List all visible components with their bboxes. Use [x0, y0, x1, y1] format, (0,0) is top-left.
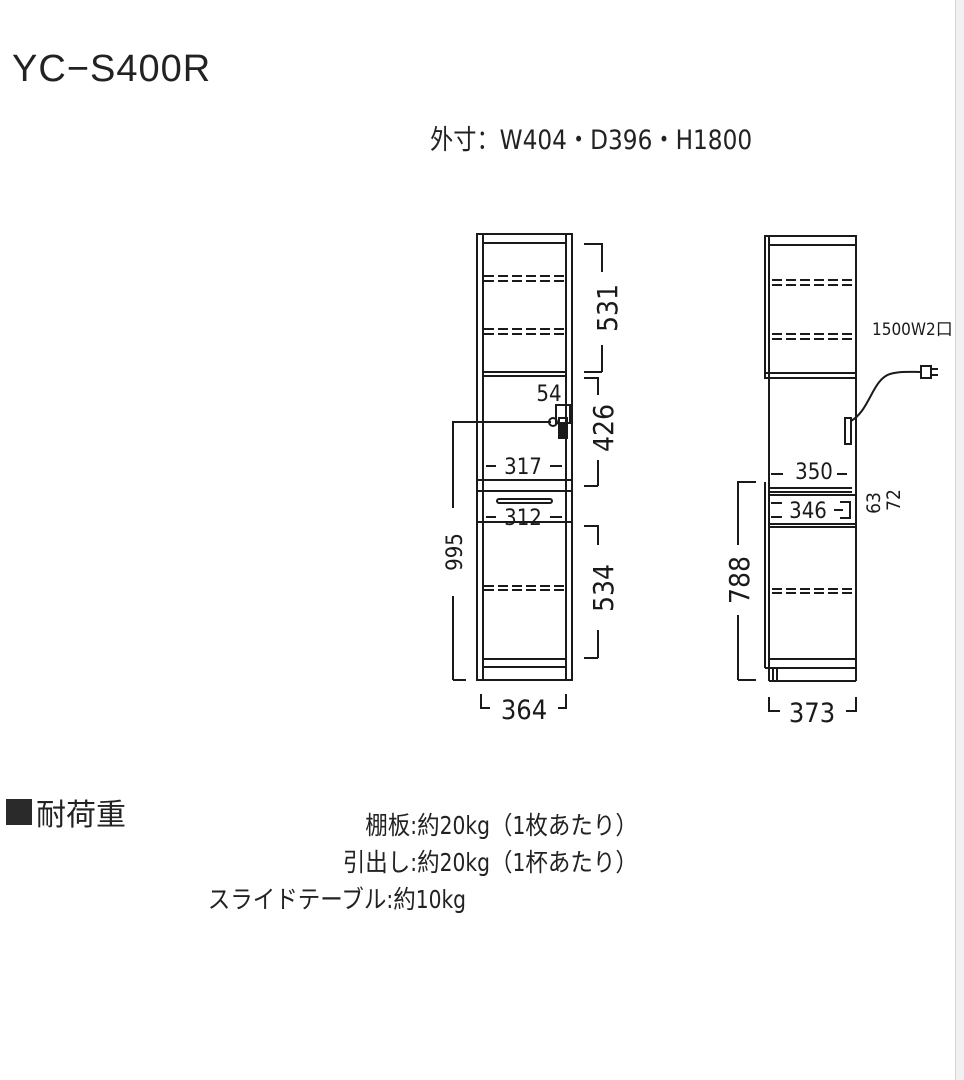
page-edge — [955, 0, 964, 1080]
side-view — [737, 235, 938, 712]
load-value: 約20kg（1杯あたり） — [417, 848, 638, 877]
load-row-shelf: 棚板:約20kg（1枚あたり） — [365, 806, 638, 842]
load-label: 棚板 — [365, 811, 411, 840]
svg-text:63: 63 — [863, 492, 885, 514]
model-number: YC−S400R — [12, 48, 212, 90]
svg-text:788: 788 — [723, 556, 756, 604]
load-value: 約20kg（1枚あたり） — [417, 811, 638, 840]
square-bullet-icon — [6, 799, 32, 825]
load-capacity-title: 耐荷重 — [36, 798, 126, 833]
cabinet-drawings: 531 426 534 995 317 312 54 364 — [443, 233, 953, 729]
load-label: スライドテーブル — [207, 885, 387, 914]
load-label: 引出し — [342, 848, 411, 877]
svg-text:317: 317 — [504, 455, 542, 480]
svg-text:995: 995 — [443, 533, 468, 571]
load-row-drawer: 引出し:約20kg（1杯あたり） — [343, 843, 638, 879]
load-value: 約10kg — [393, 885, 466, 914]
svg-text:72: 72 — [883, 489, 905, 511]
svg-text:364: 364 — [501, 695, 547, 726]
load-capacity-heading: 耐荷重 — [6, 790, 126, 834]
front-view-labels: 531 426 534 995 317 312 54 364 — [443, 284, 624, 726]
load-row-slide-table: スライドテーブル:約10kg — [208, 880, 466, 916]
svg-text:346: 346 — [789, 499, 827, 524]
svg-text:1500W2口: 1500W2口 — [872, 320, 953, 340]
svg-text:350: 350 — [795, 460, 833, 485]
svg-text:54: 54 — [536, 382, 561, 407]
side-view-labels: 350 346 63 72 788 373 1500W2口 — [723, 320, 953, 729]
outer-dimensions: 外寸：W404・D396・H1800 — [430, 125, 753, 156]
svg-text:373: 373 — [789, 698, 835, 729]
svg-text:312: 312 — [504, 506, 542, 531]
svg-text:531: 531 — [591, 284, 624, 332]
svg-text:534: 534 — [587, 564, 620, 612]
front-view — [452, 233, 603, 709]
svg-text:426: 426 — [587, 404, 620, 452]
